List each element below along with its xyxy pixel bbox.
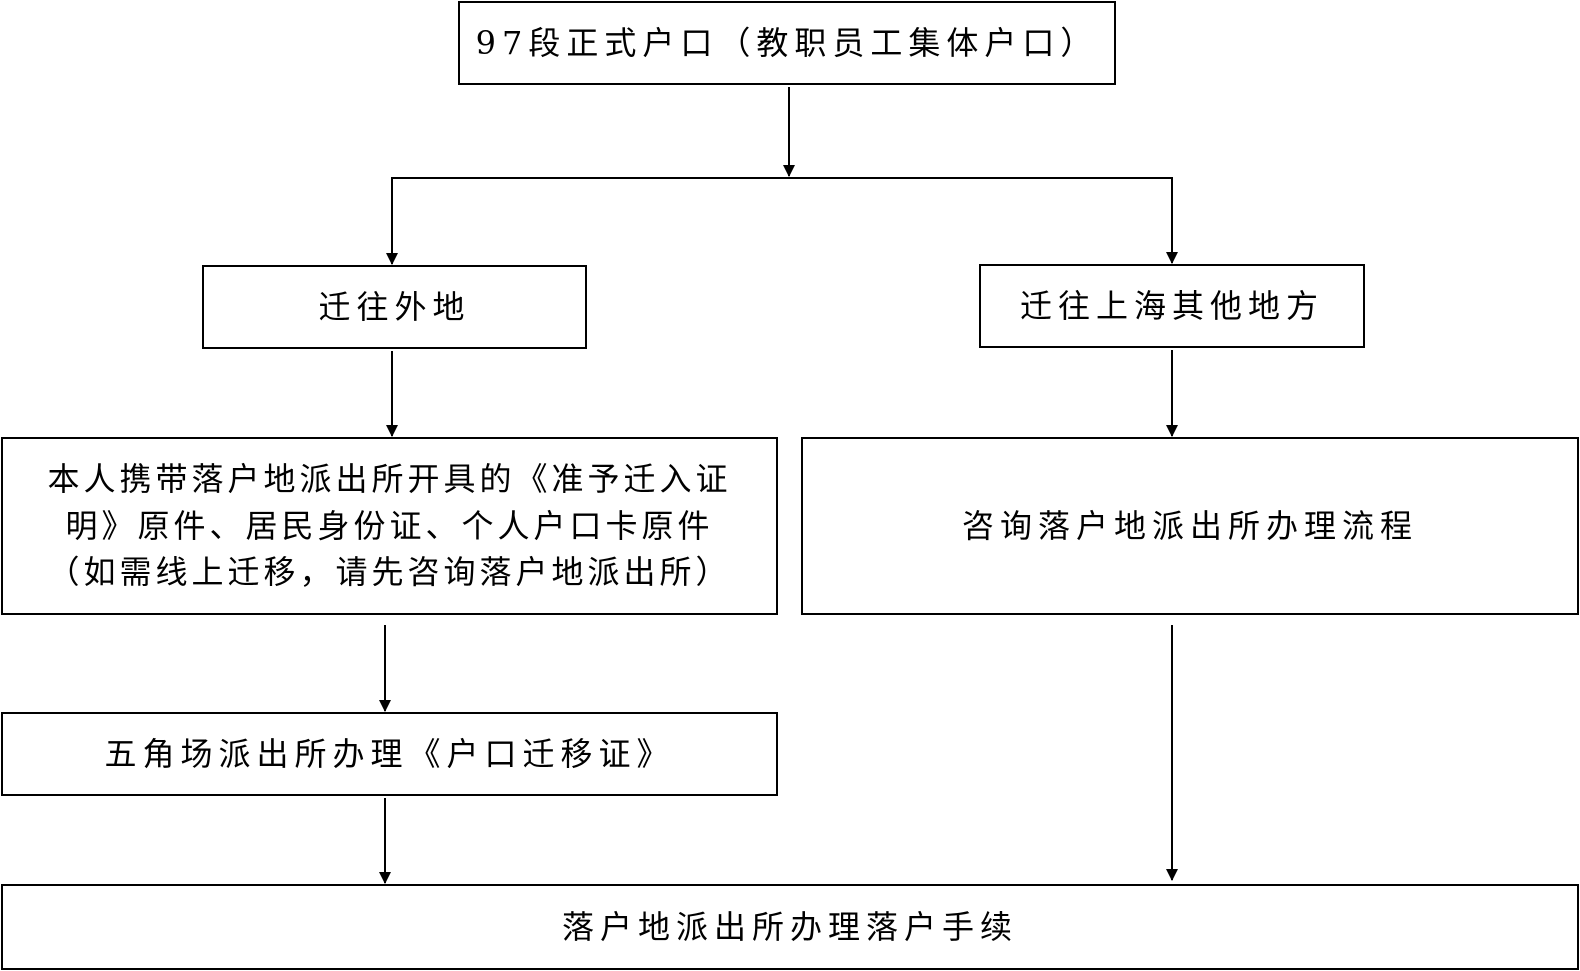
documents-line-3: （如需线上迁移，请先咨询落户地派出所） [47, 553, 732, 592]
documents-line-1: 本人携带落户地派出所开具的《准予迁入证 [47, 460, 732, 499]
node-move-within-shanghai: 迁往上海其他地方 [979, 264, 1365, 348]
node-move-within-shanghai-label: 迁往上海其他地方 [1019, 286, 1324, 325]
documents-line-2: 明》原件、居民身份证、个人户口卡原件 [65, 506, 714, 545]
node-final-registration: 落户地派出所办理落户手续 [1, 884, 1579, 970]
node-move-out-of-city-label: 迁往外地 [318, 287, 471, 326]
node-required-documents: 本人携带落户地派出所开具的《准予迁入证 明》原件、居民身份证、个人户口卡原件 （… [1, 437, 778, 615]
node-collective-hukou-label: 97段正式户口（教职员工集体户口） [475, 23, 1099, 62]
node-collective-hukou: 97段正式户口（教职员工集体户口） [458, 1, 1116, 85]
node-consult-police-station: 咨询落户地派出所办理流程 [801, 437, 1579, 615]
node-move-out-of-city: 迁往外地 [202, 265, 587, 349]
node-consult-police-station-label: 咨询落户地派出所办理流程 [961, 506, 1418, 545]
node-wujiaochang-migration-certificate-label: 五角场派出所办理《户口迁移证》 [104, 734, 675, 773]
node-wujiaochang-migration-certificate: 五角场派出所办理《户口迁移证》 [1, 712, 778, 796]
node-final-registration-label: 落户地派出所办理落户手续 [561, 907, 1018, 946]
node-required-documents-text: 本人携带落户地派出所开具的《准予迁入证 明》原件、居民身份证、个人户口卡原件 （… [47, 456, 731, 595]
